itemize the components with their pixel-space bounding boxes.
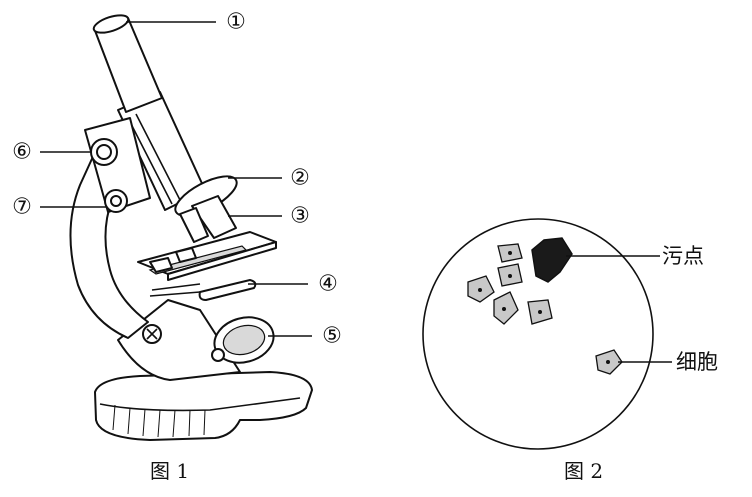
label-1: ① (226, 10, 246, 35)
objective-lens-long (191, 195, 237, 239)
stain (531, 237, 573, 283)
cell-label: 细胞 (676, 350, 718, 374)
label-2: ② (290, 166, 310, 191)
label-7: ⑦ (12, 195, 32, 220)
field-of-view-circle (422, 218, 654, 450)
cell (493, 291, 519, 325)
stage-clip (149, 257, 173, 273)
stain-label: 污点 (662, 244, 704, 268)
diaphragm[interactable] (198, 279, 257, 301)
label-5: ⑤ (322, 324, 342, 349)
leader-lines (40, 21, 312, 337)
label-4: ④ (318, 272, 338, 297)
field-of-view-figure (422, 218, 672, 450)
microscope-arm (69, 149, 149, 339)
figure2-caption: 图 2 (564, 459, 603, 483)
cell-cluster (467, 243, 553, 325)
part-number-labels: ① ② ③ ④ ⑤ ⑥ ⑦ (12, 10, 342, 349)
objective-lens-short (179, 207, 209, 243)
eyepiece-top (92, 14, 130, 34)
figure1-caption: 图 1 (150, 459, 189, 483)
microscope-figure (69, 14, 313, 441)
label-6: ⑥ (12, 140, 32, 165)
stage-clip (175, 247, 197, 263)
label-3: ③ (290, 204, 310, 229)
microscope-base (94, 371, 313, 441)
base-hatching (112, 404, 206, 438)
